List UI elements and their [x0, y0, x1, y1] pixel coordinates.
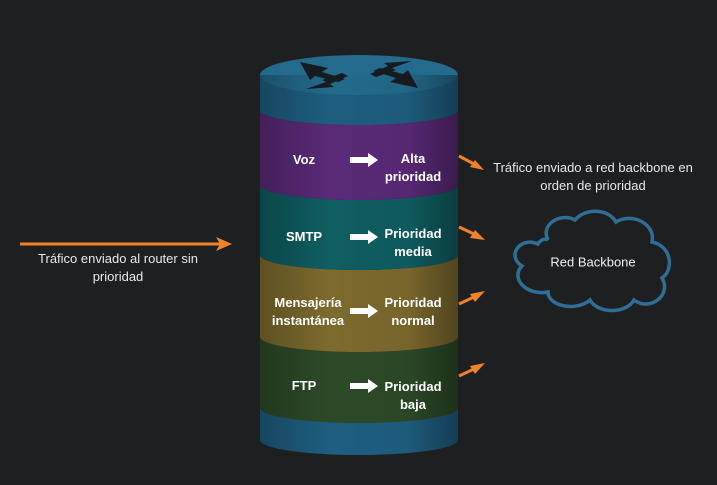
router-arrows-icon — [300, 61, 418, 89]
traffic-label-mensajeria: Mensajería instantánea — [271, 295, 345, 328]
outgoing-arrows — [458, 154, 485, 378]
cloud-label: Red Backbone — [550, 254, 636, 270]
traffic-label-ftp: FTP — [291, 378, 317, 393]
priority-label-normal: Prioridad normal — [384, 295, 442, 328]
priority-label-baja: Prioridad baja — [384, 379, 442, 412]
traffic-label-voz: Voz — [292, 152, 316, 167]
right-arrow-icon — [350, 153, 378, 393]
priority-label-alta: Alta prioridad — [384, 151, 442, 184]
incoming-traffic-note: Tráfico enviado al router sin prioridad — [38, 251, 198, 284]
cloud-icon — [513, 209, 672, 313]
priority-label-media: Prioridad media — [384, 226, 442, 259]
outgoing-traffic-note: Tráfico enviado a red backbone en orden … — [493, 160, 693, 193]
incoming-arrow — [20, 237, 232, 251]
traffic-label-smtp: SMTP — [285, 229, 323, 244]
